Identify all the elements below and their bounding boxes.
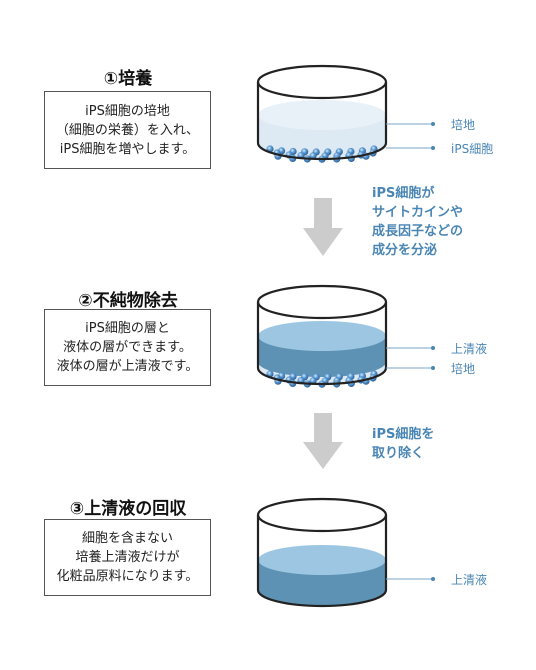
down-arrow [303, 198, 343, 256]
annotation-line: 成分を分泌 [372, 243, 438, 258]
description-line: 液体の層が上清液です。 [56, 359, 199, 374]
description-line: iPS細胞の層と [85, 321, 170, 336]
dish-rim [256, 64, 388, 100]
dish-collection [256, 497, 388, 608]
step-description: 細胞を含まない 培養上清液だけが 化粧品原料になります。 [44, 519, 211, 596]
description-line: iPS細胞の培地 [85, 103, 170, 119]
dish-rim [256, 284, 388, 320]
description-line: （細胞の栄養）を入れ、 [55, 122, 200, 138]
down-arrow [303, 413, 343, 469]
medium-surface [258, 100, 386, 130]
layer-label-medium: 培地 [451, 362, 476, 376]
layer-label-cells: iPS細胞 [451, 142, 494, 156]
step-title: ②不純物除去 [78, 291, 178, 311]
layer-label-supernatant: 上清液 [451, 573, 488, 587]
annotation-line: サイトカインや [372, 205, 464, 220]
supernatant-surface [258, 545, 386, 575]
description-line: 液体の層ができます。 [63, 340, 192, 355]
step-title: ③上清液の回収 [69, 499, 187, 519]
annotation-line: iPS細胞が [372, 186, 435, 201]
description-line: 化粧品原料になります。 [56, 569, 199, 584]
description-line: 培養上清液だけが [75, 550, 180, 565]
layer-label-medium: 培地 [451, 118, 476, 132]
step-description: iPS細胞の培地 （細胞の栄養）を入れ、 iPS細胞を増やします。 [44, 91, 211, 169]
dish-separation [256, 284, 388, 388]
leader-lines [386, 122, 435, 581]
step-title: ①培養 [103, 69, 153, 89]
layer-label-supernatant: 上清液 [451, 342, 488, 356]
dish-rim [256, 497, 388, 533]
dish-culture [256, 64, 388, 163]
annotation-line: 取り除く [372, 446, 425, 461]
annotation-line: 成長因子などの [372, 224, 464, 239]
step-description: iPS細胞の層と 液体の層ができます。 液体の層が上清液です。 [44, 309, 211, 386]
description-line: 細胞を含まない [81, 531, 173, 546]
supernatant-surface [258, 321, 386, 351]
description-line: iPS細胞を増やします。 [59, 141, 196, 157]
annotation-line: iPS細胞を [372, 427, 435, 442]
